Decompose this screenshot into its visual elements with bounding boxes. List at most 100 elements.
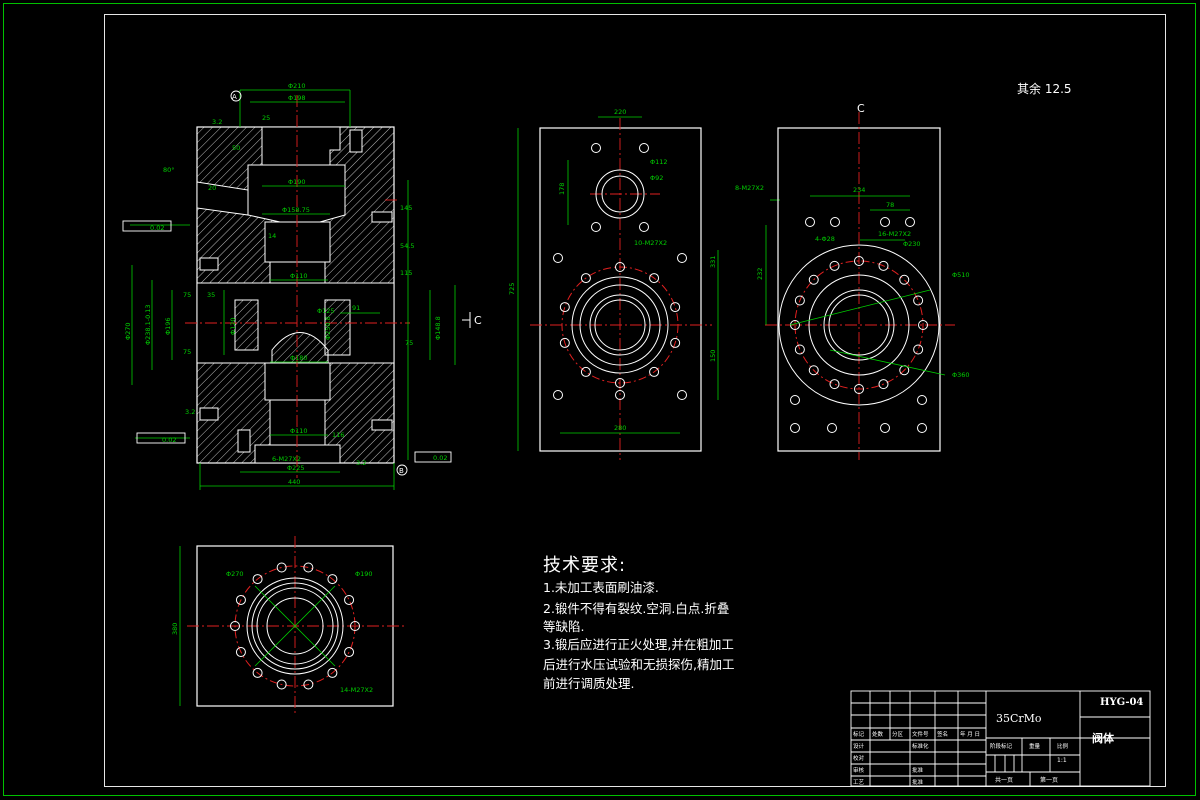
bolt-hole <box>808 274 819 285</box>
dim-d148: Φ148.8 <box>434 316 442 340</box>
bolt-hole <box>829 379 840 390</box>
dim-v75b: 75 <box>183 291 191 299</box>
row-label-1: 处数 <box>872 732 884 738</box>
side-dim-w220: 220 <box>614 108 626 116</box>
dim-d238: Φ238.1-0.13 <box>144 304 152 345</box>
dim-d210: Φ210 <box>288 82 306 90</box>
label-approve-a: 批准 <box>912 768 924 774</box>
bolt-hole <box>880 423 890 433</box>
bolt-hole <box>344 594 355 605</box>
label-design: 设计 <box>853 744 865 750</box>
bolt-hole <box>580 366 591 377</box>
bolt-hole <box>649 366 660 377</box>
side-dim-h331: 331 <box>709 256 717 268</box>
bolt-hole <box>677 390 687 400</box>
dim-d225: Φ225 <box>287 464 305 472</box>
bolt-hole <box>230 621 240 631</box>
bolt-hole <box>615 262 625 272</box>
dim-d198: Φ198 <box>288 94 306 102</box>
right-dim-w78: 78 <box>886 201 894 209</box>
bottom-dim-d270: Φ270 <box>226 570 244 578</box>
bottom-bolt-holes <box>230 562 360 690</box>
bolt-hole <box>880 217 890 227</box>
tech-req-line-2: 2.锻件不得有裂纹.空洞.白点.折叠 <box>543 601 730 616</box>
bolt-hole <box>553 390 563 400</box>
dim-d125: Φ125 <box>317 307 335 315</box>
right-bolt-holes <box>790 217 928 433</box>
right-dim-d4: 4-Φ28 <box>815 235 835 243</box>
bolt-hole <box>235 647 246 658</box>
bolt-hole <box>559 302 570 313</box>
dim-v75a: 75 <box>405 339 413 347</box>
dim-v35: 35 <box>207 291 215 299</box>
dim-d196: Φ196 <box>164 317 172 335</box>
bolt-hole <box>808 365 819 376</box>
rough-32: 3.2 <box>356 459 366 467</box>
bolt-hole <box>854 256 864 266</box>
right-dim-v232: 232 <box>756 268 764 280</box>
row-label-3: 文件号 <box>912 732 929 738</box>
label-std: 标准化 <box>912 744 929 750</box>
bolt-hole <box>639 222 649 232</box>
dim-d110: Φ110 <box>290 272 308 280</box>
front-section-view: Φ210 Φ198 Φ190 Φ158.75 Φ110 Φ180 Φ110 Φ2… <box>122 82 482 490</box>
dim-v91: 91 <box>352 304 360 312</box>
section-mark-a: A <box>232 93 237 101</box>
stage-mark: 阶段标记 <box>990 744 1013 750</box>
dim-d110b: Φ110 <box>290 427 308 435</box>
side-dim-v150: 150 <box>709 350 717 362</box>
sheets-total: 共一页 <box>995 777 1014 784</box>
bolt-hole <box>235 594 246 605</box>
dim-v145: 145 <box>400 204 412 212</box>
dim-v54: 54.5 <box>400 242 414 250</box>
drawing-number: HYG-04 <box>1100 697 1144 708</box>
bolt-hole <box>591 222 601 232</box>
side-dim-th10: 10-M27X2 <box>634 239 667 247</box>
rough-63b: 3.2 <box>185 408 195 416</box>
dim-v50: 50 <box>232 144 240 152</box>
side-dim-h725: 725 <box>508 283 516 295</box>
right-dim-w234: 234 <box>853 186 865 194</box>
dim-d158: Φ158.75 <box>282 206 310 214</box>
dim-v116: 116 <box>332 431 344 439</box>
side-dim-th8: 8-M27X2 <box>735 184 764 192</box>
weight-label: 重量 <box>1029 744 1041 750</box>
tech-req-line-3: 等缺陷. <box>543 619 585 634</box>
bolt-hole <box>350 621 360 631</box>
bolt-hole <box>878 379 889 390</box>
right-dim-d510: Φ510 <box>952 271 970 279</box>
bolt-hole <box>559 337 570 348</box>
part-name: 阀体 <box>1092 732 1114 745</box>
dim-ang80: 80° <box>163 166 175 174</box>
bolt-hole <box>649 273 660 284</box>
bolt-hole <box>917 423 927 433</box>
inner-frame <box>104 14 1166 787</box>
tol-flat2: 0.02 <box>162 436 176 444</box>
bolt-hole <box>553 253 563 263</box>
title-block <box>850 690 1151 787</box>
material: 35CrMo <box>996 712 1042 725</box>
bolt-hole <box>670 302 681 313</box>
dim-v14: 14 <box>268 232 276 240</box>
tech-req-line-4: 3.锻后应进行正火处理,并在粗加工 <box>543 637 734 652</box>
right-dim-th16: 16-M27X2 <box>878 230 911 238</box>
side-bolt-holes <box>553 143 687 400</box>
bolt-hole <box>805 217 815 227</box>
bolt-hole <box>918 320 928 330</box>
bolt-hole <box>829 260 840 271</box>
bolt-hole <box>913 344 924 355</box>
bolt-hole <box>327 574 338 585</box>
tol-flat1: 0.02 <box>150 224 164 232</box>
dim-d250: Φ250.8 <box>324 316 332 340</box>
dim-d190: Φ190 <box>288 178 306 186</box>
bottom-view: Φ270 Φ190 380 14-M27X2 <box>171 536 405 716</box>
bolt-hole <box>670 337 681 348</box>
bolt-hole <box>878 260 889 271</box>
dim-v75c: 75 <box>183 348 191 356</box>
dim-len440: 440 <box>288 478 300 486</box>
bolt-hole <box>854 384 864 394</box>
bolt-hole <box>677 253 687 263</box>
label-approve-b: 批准 <box>912 780 924 786</box>
